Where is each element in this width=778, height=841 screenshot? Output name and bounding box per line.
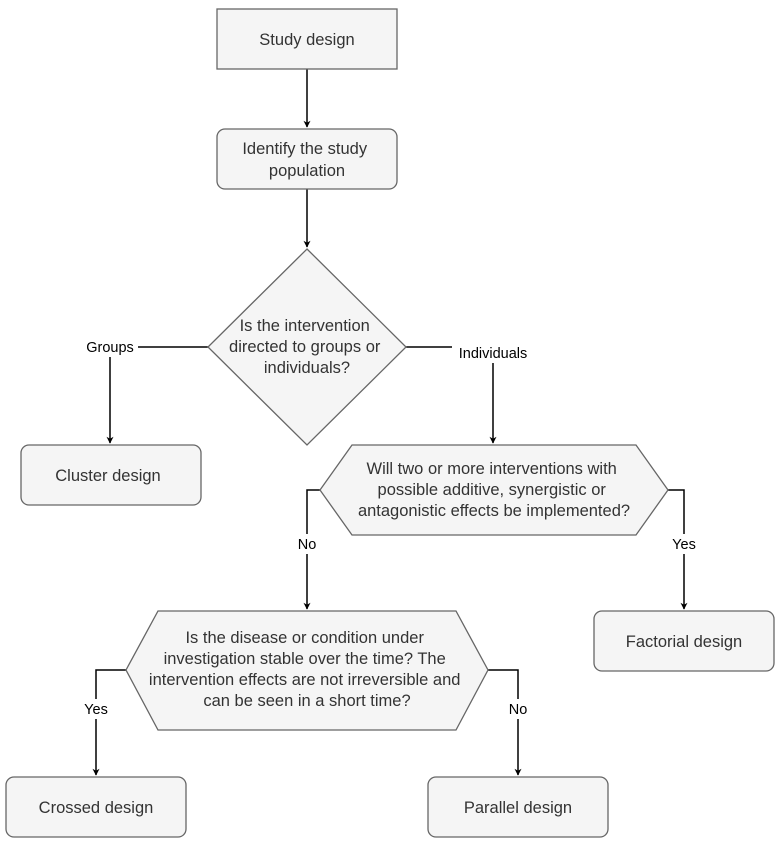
edge-no-to-parallel xyxy=(488,669,522,776)
node-study-design: Study design xyxy=(216,8,398,70)
edge-label-individuals: Individuals xyxy=(459,346,528,362)
node-factorial-design: Factorial design xyxy=(593,610,775,672)
edge-no-to-question-stable xyxy=(303,489,320,610)
edge-label-yes-interventions: Yes xyxy=(672,537,696,553)
node-identify-population-label: Identify the study population xyxy=(242,140,371,180)
edge-labels: Groups Individuals No Yes Yes No xyxy=(79,337,701,719)
decision-stable-condition-label: Is the disease or condition under invest… xyxy=(149,629,465,710)
node-cluster-design: Cluster design xyxy=(20,444,202,506)
edge-yes-to-crossed xyxy=(92,669,126,776)
decision-stable-condition: Is the disease or condition under invest… xyxy=(125,610,489,731)
node-study-design-label: Study design xyxy=(259,31,354,49)
node-crossed-design-label: Crossed design xyxy=(39,799,154,817)
node-cluster-design-label: Cluster design xyxy=(55,467,160,485)
node-factorial-design-label: Factorial design xyxy=(626,633,742,651)
edge-label-yes-stable: Yes xyxy=(84,702,108,718)
edge-label-no-stable: No xyxy=(509,702,528,718)
node-identify-population: Identify the study population xyxy=(216,128,398,190)
node-crossed-design: Crossed design xyxy=(5,776,187,838)
edge-groups-to-cluster xyxy=(106,346,208,444)
decision-multiple-interventions-label: Will two or more interventions with poss… xyxy=(358,460,630,520)
node-parallel-design: Parallel design xyxy=(427,776,609,838)
edge-label-no-interventions: No xyxy=(298,537,317,553)
node-parallel-design-label: Parallel design xyxy=(464,799,572,817)
decision-multiple-interventions: Will two or more interventions with poss… xyxy=(319,444,669,536)
decision-groups-or-individuals-label: Is the intervention directed to groups o… xyxy=(229,317,385,377)
edge-yes-to-factorial xyxy=(668,489,688,610)
decision-groups-or-individuals: Is the intervention directed to groups o… xyxy=(207,248,407,446)
edge-label-groups: Groups xyxy=(86,340,134,356)
